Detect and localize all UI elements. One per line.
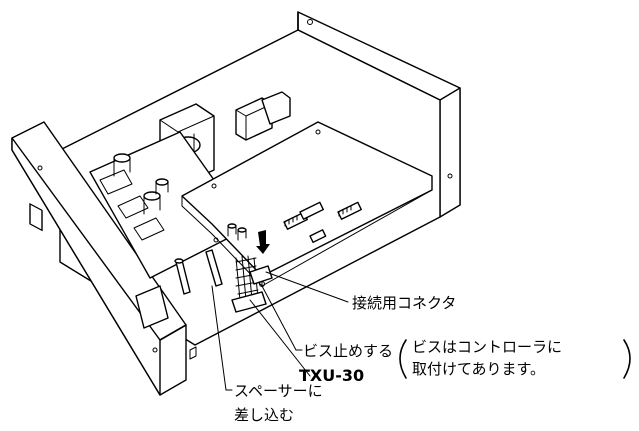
- connector-label: 接続用コネクタ: [352, 294, 457, 312]
- leader-connector: [265, 271, 349, 303]
- main-board: [181, 121, 433, 287]
- spacer-label-line2: 差し込む: [234, 406, 295, 424]
- leader-board: [249, 299, 311, 377]
- power-switch: [29, 203, 43, 232]
- paren-left: [399, 339, 407, 379]
- screw-note-line2: 取付けてあります。: [412, 360, 546, 378]
- leader-screw: [261, 285, 297, 351]
- insert-arrow: [256, 230, 270, 254]
- paren-right: [623, 339, 631, 379]
- screw-note-line1: ビスはコントローラに: [412, 338, 563, 356]
- screw-label: ビス止めする: [303, 342, 394, 360]
- spacer-label-line1: スペーサーに: [234, 382, 323, 400]
- relay-2: [261, 91, 291, 125]
- bracket: [135, 285, 169, 329]
- leader-spacer: [211, 285, 233, 391]
- spacer-1: [205, 249, 223, 287]
- board-name-label: TXU-30: [299, 366, 365, 385]
- connector-harness: [231, 255, 273, 313]
- right-side-wall: [439, 87, 461, 218]
